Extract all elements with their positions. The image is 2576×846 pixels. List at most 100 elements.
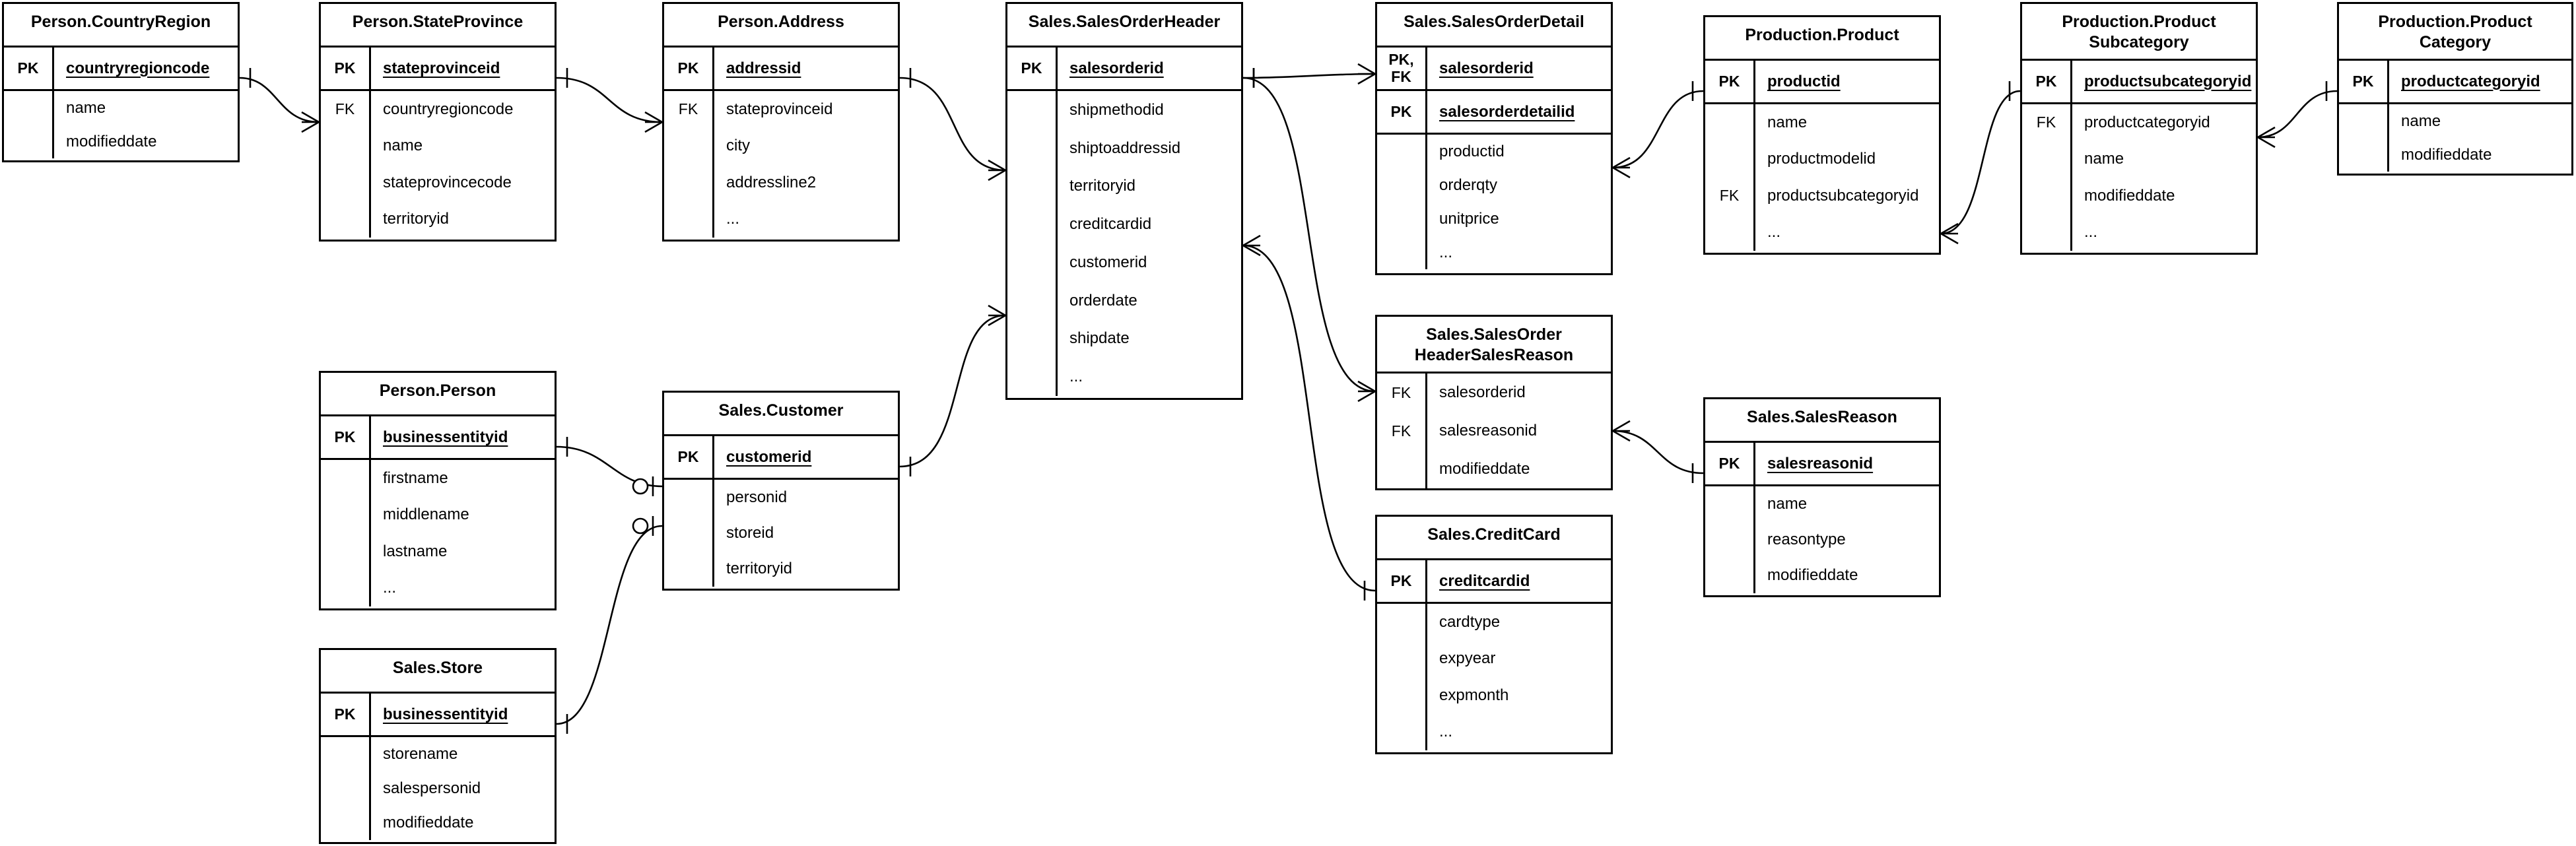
key-marker: [321, 806, 369, 840]
key-marker: [321, 570, 369, 607]
key-marker: PK: [2339, 61, 2389, 102]
entity-title: Person.CountryRegion: [4, 4, 238, 48]
key-marker: [321, 497, 369, 534]
attribute-name: territoryid: [726, 560, 793, 577]
attribute-name: name: [1767, 495, 1808, 513]
key-marker: [4, 91, 52, 125]
key-marker: [1705, 104, 1753, 141]
attribute-name: creditcardid: [1069, 215, 1152, 234]
key-marker: [664, 480, 712, 515]
key-marker: [1705, 522, 1753, 558]
key-marker: [1705, 558, 1753, 593]
key-marker: PK: [4, 48, 54, 89]
cardinality-source-many: [1940, 222, 1959, 245]
key-marker: [2022, 178, 2070, 214]
attribute-name: ...: [726, 210, 740, 228]
attribute-name: salesreasonid: [1439, 422, 1538, 439]
key-marker: [664, 551, 712, 587]
cardinality-target-many: [988, 159, 1006, 181]
cardinality-source-many: [2257, 126, 2276, 148]
attribute-name: productmodelid: [1767, 150, 1876, 168]
attribute-name: name: [383, 137, 423, 155]
attribute-name: productid: [1439, 142, 1505, 160]
cardinality-source-many: [1612, 156, 1631, 179]
relationship-salesorderheader-salesorderheadersalesreason: [1242, 77, 1376, 393]
key-marker: [1007, 129, 1056, 168]
attribute-name: firstname: [383, 469, 448, 487]
key-marker: PK: [1377, 560, 1427, 602]
key-marker: [664, 164, 712, 201]
attribute-name: modifieddate: [2401, 145, 2492, 164]
key-marker: [1377, 135, 1425, 168]
key-marker: FK: [1719, 187, 1740, 205]
attribute-name: city: [726, 137, 750, 155]
attribute-name: ...: [1439, 723, 1453, 741]
attribute-name: ...: [383, 579, 397, 597]
key-marker: PK: [1377, 91, 1427, 133]
attribute-name: modifieddate: [1439, 460, 1530, 478]
cardinality-target-zero-or-one: [632, 516, 654, 536]
attribute-name: stateprovincecode: [383, 173, 512, 191]
attribute-key-column: FK: [321, 91, 371, 238]
attribute-key-column: [4, 91, 54, 158]
key-marker: PK: [1007, 48, 1058, 89]
key-marker: [1705, 486, 1753, 522]
key-marker: PK: [321, 416, 371, 458]
key-marker: [1705, 141, 1753, 178]
relationship-productsubcategory-productcategory: [2257, 90, 2338, 139]
attribute-name: salespersonid: [383, 779, 481, 797]
attribute-name: businessentityid: [383, 705, 508, 723]
attribute-key-column: [1007, 91, 1058, 396]
key-marker: [321, 164, 369, 201]
attribute-name: reasontype: [1767, 531, 1846, 548]
relationship-customer-salesorderheader: [899, 314, 1006, 468]
entity-title: Person.Person: [321, 373, 555, 416]
key-marker: [1007, 244, 1056, 282]
attribute-name: salesorderid: [1439, 59, 1534, 77]
attribute-name: name: [2084, 150, 2124, 168]
cardinality-target-many: [1357, 380, 1376, 403]
attribute-key-column: FK: [2022, 104, 2072, 251]
attribute-name: productcategoryid: [2084, 113, 2210, 131]
